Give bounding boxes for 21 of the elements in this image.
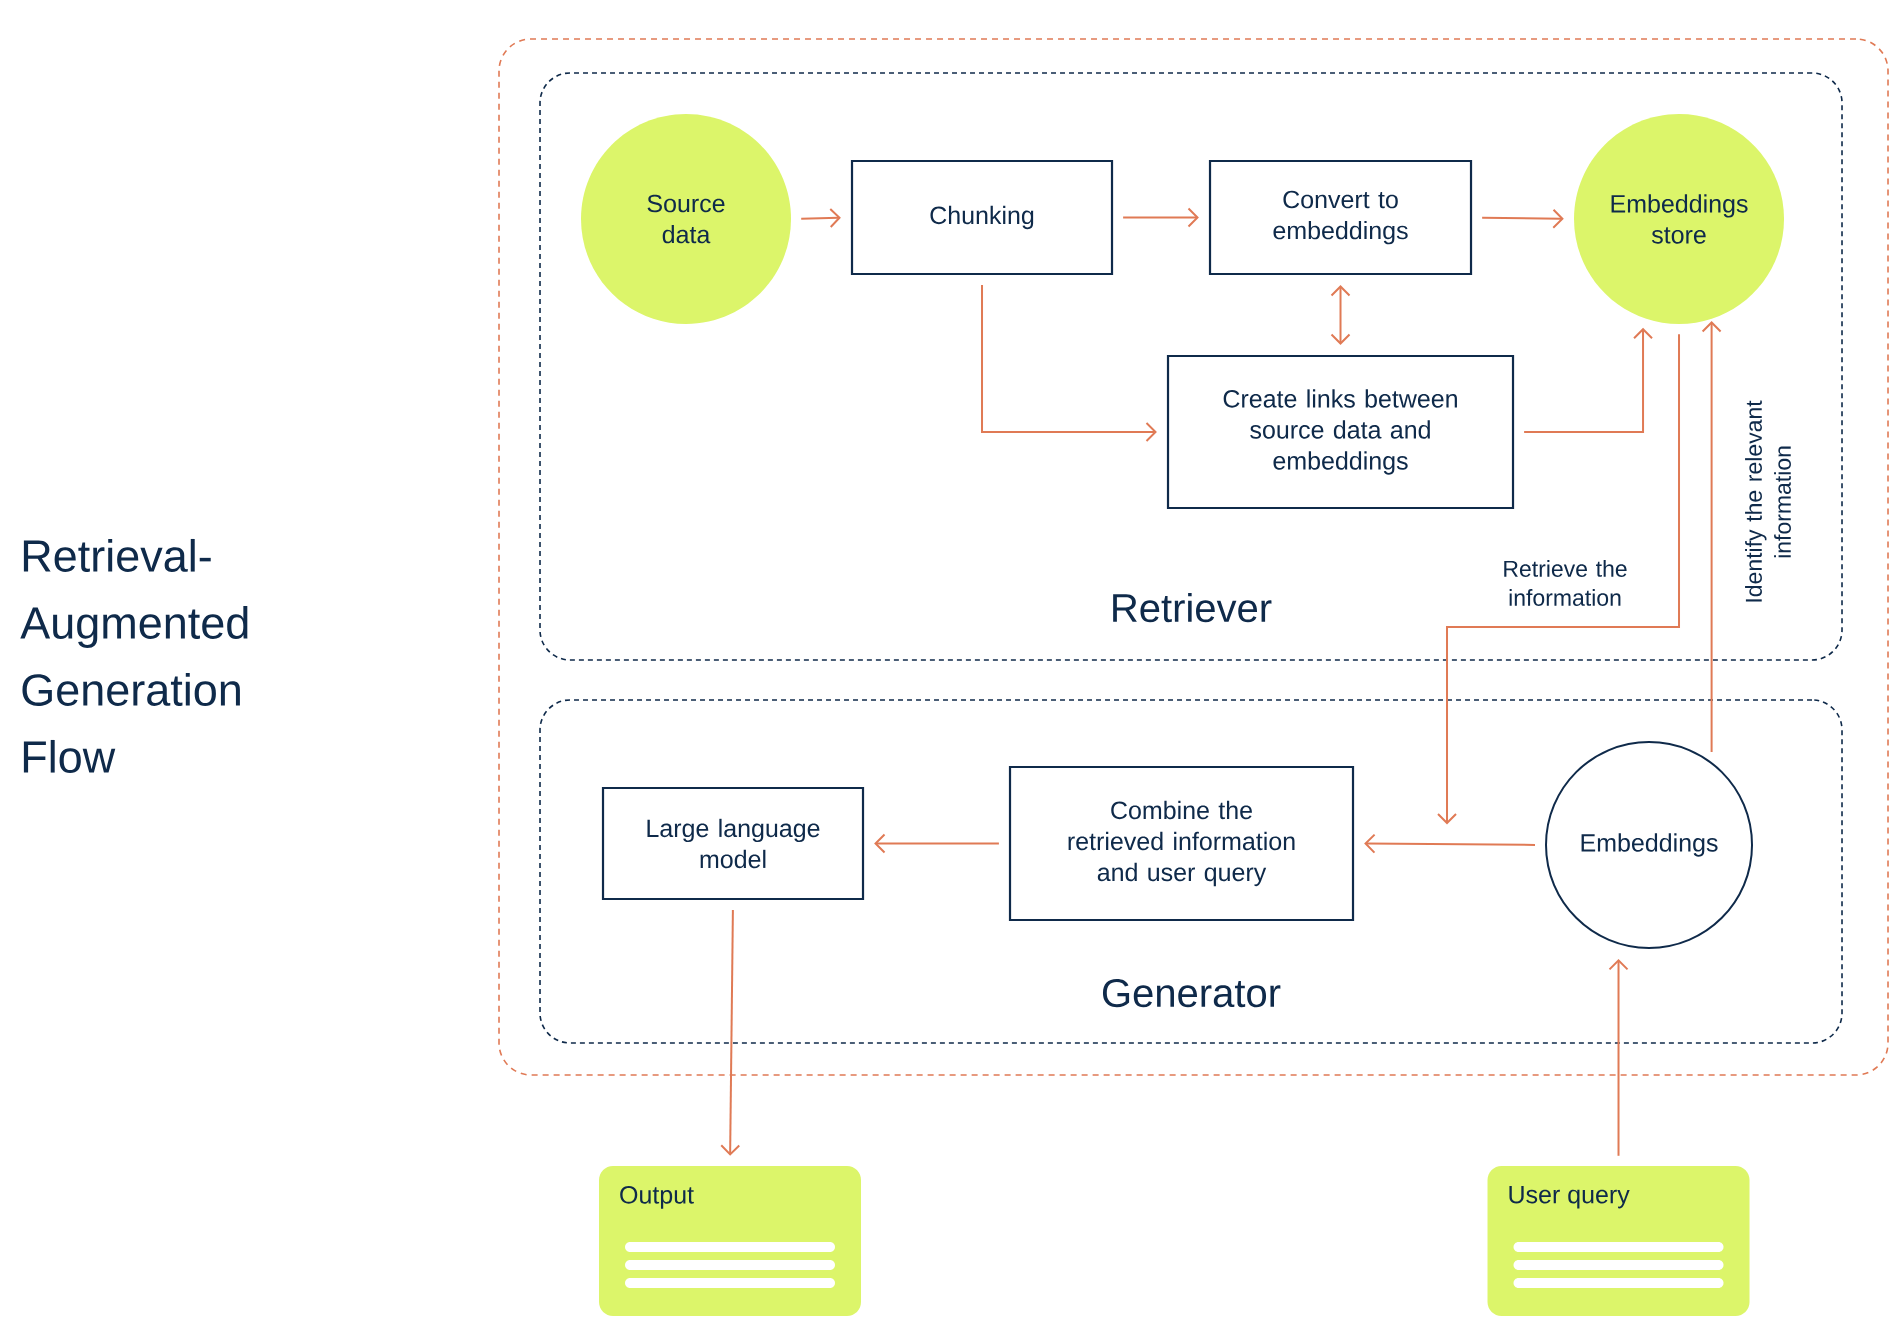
system-boundary	[498, 38, 1889, 1076]
process-box: Chunking	[850, 159, 1114, 276]
process-box: Convert to embeddings	[1208, 159, 1473, 276]
arrow	[1437, 333, 1680, 825]
arrow	[800, 208, 841, 228]
arrow	[1608, 959, 1629, 1157]
arrow	[874, 833, 1000, 854]
process-box: Create links between source data and embeddings	[1166, 354, 1515, 510]
process-box: Large language model	[601, 786, 865, 901]
arrow	[981, 284, 1157, 442]
arrow	[720, 909, 741, 1156]
title: Retrieval-Augmented Generation Flow	[20, 538, 248, 773]
arrow	[1523, 327, 1654, 433]
arrow	[1364, 833, 1536, 854]
process-box: Combine the retrieved information and user query	[1008, 765, 1355, 922]
arrow	[1122, 207, 1199, 228]
edge-label: Identify the relevant information	[1745, 400, 1791, 602]
edge-label: Retrieve the information	[1504, 560, 1627, 606]
arrow	[1701, 321, 1722, 753]
arrow	[1481, 208, 1564, 229]
arrow	[1330, 285, 1351, 345]
